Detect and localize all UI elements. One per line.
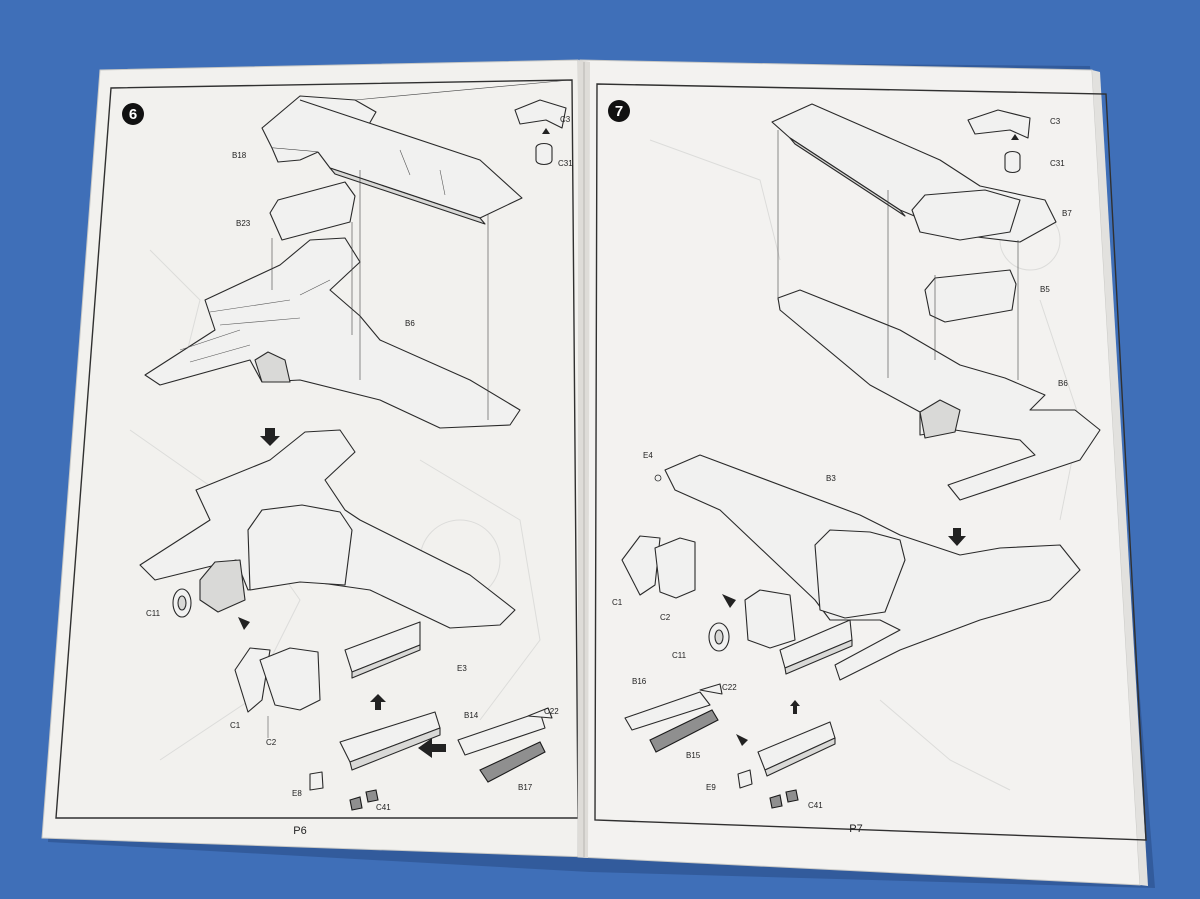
right-label-c1: C1	[612, 598, 623, 607]
left-bay-parts	[457, 707, 553, 783]
right-label-e9: E9	[706, 783, 716, 792]
right-label-c11: C11	[672, 651, 687, 660]
right-gear-door	[737, 721, 836, 809]
right-label-c2: C2	[660, 613, 671, 622]
left-label-b17: B17	[518, 783, 533, 792]
left-label-c1: C1	[230, 721, 241, 730]
left-label-b6: B6	[405, 319, 415, 328]
right-label-c31: C31	[1050, 159, 1065, 168]
left-upper-wing-assembly	[261, 95, 567, 241]
right-lower-assembly	[664, 454, 1081, 681]
right-part-e4-marker	[654, 474, 662, 482]
left-label-b18: B18	[232, 151, 247, 160]
left-label-c3: C3	[560, 115, 571, 124]
right-page-page-edges	[1092, 70, 1148, 886]
right-label-b15: B15	[686, 751, 701, 760]
right-label-c22: C22	[722, 683, 737, 692]
left-center-section	[144, 237, 521, 429]
left-label-b14: B14	[464, 711, 479, 720]
left-label-c41: C41	[376, 803, 391, 812]
step-7-number: 7	[615, 103, 623, 120]
right-center-section	[777, 289, 1101, 501]
step-6-number: 6	[129, 106, 137, 123]
right-nacelle-part	[924, 269, 1017, 323]
right-part-labels: C3 C31 B7 B5 B6 E4 B3 C1 C2 C11 B16 C22 …	[612, 117, 1072, 810]
right-label-b5: B5	[1040, 285, 1050, 294]
left-gear-door	[309, 711, 446, 811]
right-label-b3: B3	[826, 474, 836, 483]
left-page: 6	[41, 59, 589, 858]
right-page: 7	[577, 59, 1148, 886]
left-label-c22: C22	[544, 707, 559, 716]
left-page-frame	[55, 79, 579, 819]
right-label-c41: C41	[808, 801, 823, 810]
right-label-c3: C3	[1050, 117, 1061, 126]
right-label-b6: B6	[1058, 379, 1068, 388]
right-bay-parts	[624, 683, 800, 753]
left-part-labels: C3 C31 B18 B23 B6 C11 E3 C1 C2 B14 C22 B…	[146, 115, 573, 812]
right-upper-wing-assembly	[771, 103, 1057, 243]
left-step-arrow-down	[260, 428, 280, 446]
step-7-badge	[608, 100, 630, 122]
left-label-b23: B23	[236, 219, 251, 228]
left-gear-leg	[344, 621, 421, 710]
right-page-number: P7	[849, 823, 862, 835]
left-cowl-parts	[234, 647, 321, 738]
left-lower-assembly	[139, 429, 516, 630]
left-guide-lines-top	[271, 79, 571, 420]
right-step-arrow-down	[948, 528, 966, 546]
left-label-e8: E8	[292, 789, 302, 798]
left-label-c31: C31	[558, 159, 573, 168]
step-6-badge	[122, 103, 144, 125]
right-label-e4: E4	[643, 451, 653, 460]
left-page-number: P6	[293, 825, 306, 837]
left-label-c11: C11	[146, 609, 161, 618]
right-label-b7: B7	[1062, 209, 1072, 218]
left-label-e3: E3	[457, 664, 467, 673]
right-guide-lines	[777, 130, 1019, 380]
right-cowl-parts	[621, 535, 736, 608]
left-label-c2: C2	[266, 738, 277, 747]
right-label-b16: B16	[632, 677, 647, 686]
right-page-frame	[594, 83, 1147, 841]
